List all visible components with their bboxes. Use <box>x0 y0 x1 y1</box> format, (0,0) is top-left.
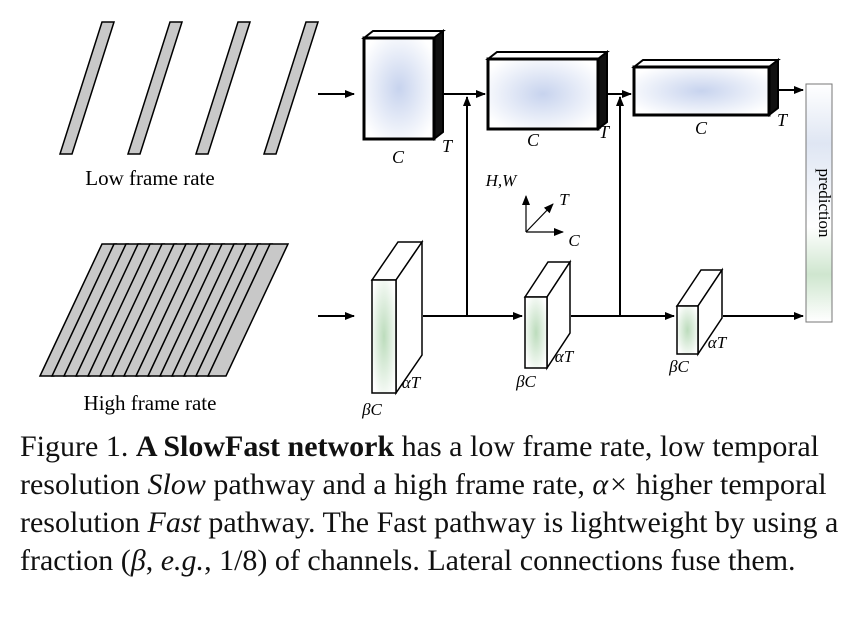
slow-block-3-c-label: C <box>695 118 708 138</box>
caption-text-1: has a low frame rate, low temporal resol… <box>20 430 820 501</box>
fast-input-frame <box>206 243 290 377</box>
axis-t-label: T <box>559 190 570 209</box>
fast-block-2-c-label: βC <box>515 372 536 391</box>
slow-input-frame <box>194 21 252 155</box>
caption-prefix: Figure 1. <box>20 430 136 463</box>
prediction-label: prediction <box>815 169 834 238</box>
caption-text-6: , 1/8) of channels. Lateral connections … <box>204 544 796 577</box>
slow-block-2-t-label: T <box>599 122 611 142</box>
axis-hw-label: H,W <box>485 171 519 190</box>
prediction-bar <box>805 83 833 323</box>
fast-block-1-t-label: αT <box>402 373 422 392</box>
caption-text-2: pathway and a high frame rate, <box>205 468 593 501</box>
fast-block-3-c-label: βC <box>668 357 689 376</box>
slow-input-frame <box>126 21 184 155</box>
fast-block-2 <box>523 259 572 371</box>
axis-c-label: C <box>568 231 580 250</box>
slow-input-frames <box>58 21 320 155</box>
slow-block-1-t-label: T <box>442 136 454 156</box>
slow-block-2-c-label: C <box>527 130 540 150</box>
slow-block-2 <box>485 49 610 132</box>
slow-input-frame <box>262 21 320 155</box>
caption-fast: Fast <box>147 506 201 539</box>
fast-block-2-t-label: αT <box>555 347 575 366</box>
slow-block-1-c-label: C <box>392 147 405 167</box>
caption-eg: e.g. <box>160 544 205 577</box>
caption-beta: β <box>130 544 146 577</box>
caption-text-4: pathway. The Fast pathway is lightweight… <box>20 506 839 577</box>
caption-slow: Slow <box>147 468 206 501</box>
caption-text-3: higher temporal resolution <box>20 468 827 539</box>
caption-title: A SlowFast network <box>135 430 395 463</box>
slow-block-3-t-label: T <box>777 110 789 130</box>
fast-block-3-t-label: αT <box>708 333 728 352</box>
fast-input-label: High frame rate <box>84 391 217 415</box>
slow-block-1 <box>361 28 446 142</box>
fast-block-1-c-label: βC <box>361 400 382 419</box>
caption-alpha: α× <box>592 468 629 501</box>
slow-input-frame <box>58 21 116 155</box>
slowfast-diagram: Low frame rate High frame rate C T C T C… <box>38 21 834 419</box>
caption-text-5: , <box>145 544 161 577</box>
slow-block-3 <box>631 57 781 118</box>
fast-input-frames <box>38 243 290 377</box>
figure-caption: Figure 1. A SlowFast network has a low f… <box>20 428 850 580</box>
slow-input-label: Low frame rate <box>85 166 214 190</box>
fast-block-1 <box>370 239 424 396</box>
axes-legend <box>522 195 564 236</box>
fast-block-3 <box>675 267 724 357</box>
